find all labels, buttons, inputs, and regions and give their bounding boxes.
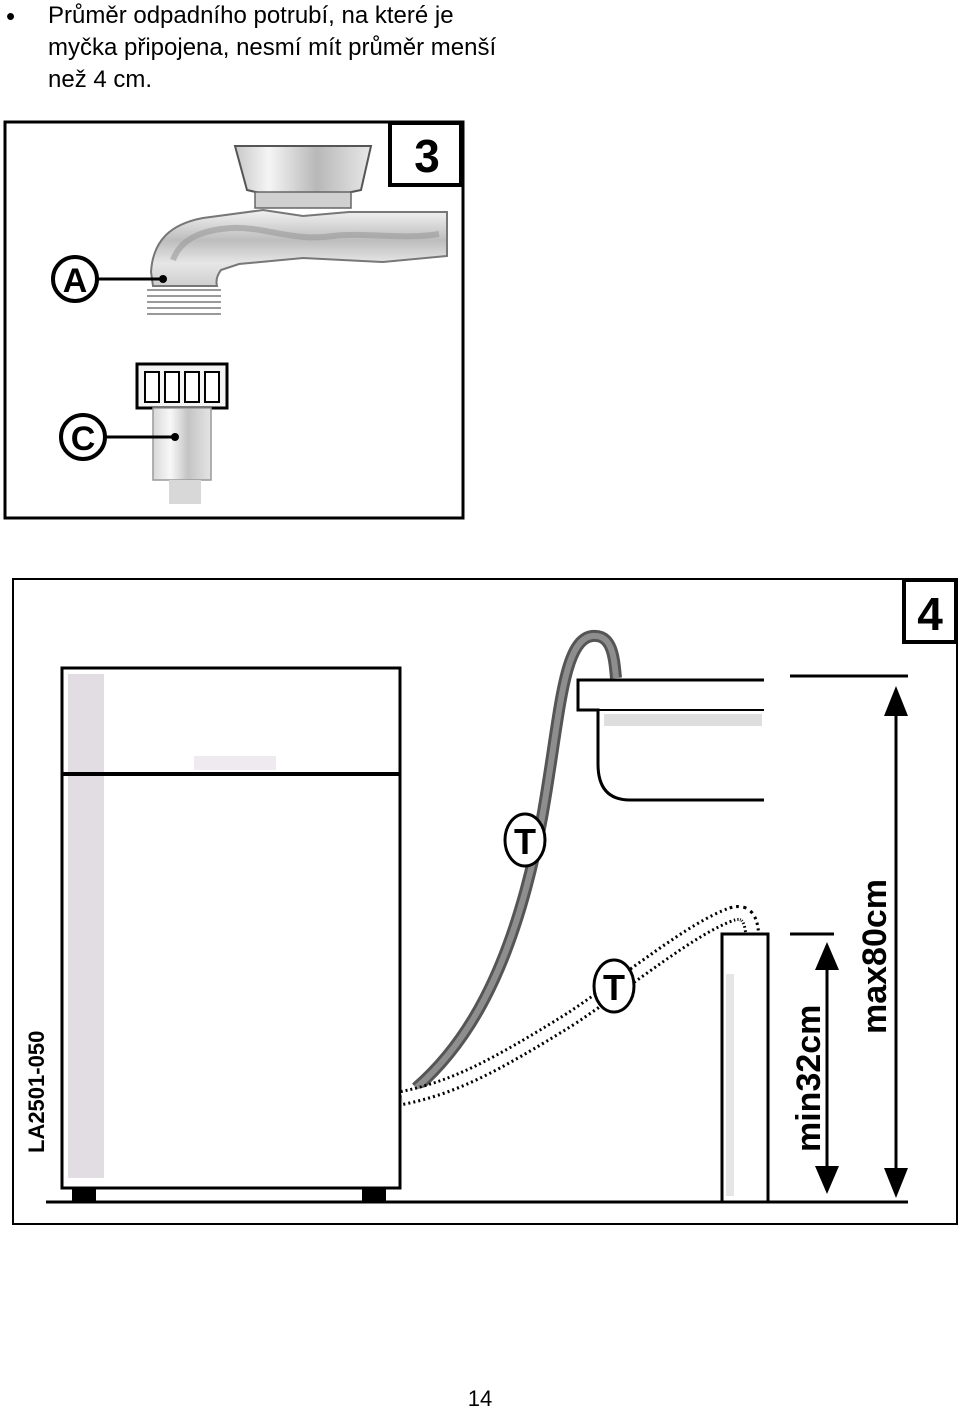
figure-4-drain-hose-height: 4 LA2501-050 T T min3 bbox=[12, 578, 958, 1225]
min-height-dimension: min32cm bbox=[790, 942, 839, 1194]
label-a-callout: A bbox=[51, 255, 167, 303]
label-c: C bbox=[71, 420, 96, 458]
tap-illustration bbox=[147, 145, 448, 315]
max-height-label: max80cm bbox=[856, 879, 894, 1034]
bullet-marker: • bbox=[6, 1, 16, 31]
figure-number: 4 bbox=[917, 588, 943, 640]
sink-illustration bbox=[576, 678, 764, 802]
hose-label-upper-callout: T bbox=[503, 812, 547, 868]
label-c-callout: C bbox=[59, 413, 179, 461]
figure-number: 3 bbox=[414, 130, 440, 182]
figure-number-box: 3 bbox=[388, 121, 463, 187]
figure-number-box: 4 bbox=[902, 578, 958, 644]
label-a: A bbox=[63, 262, 88, 300]
tap-thread bbox=[147, 289, 221, 315]
hose-label-lower-callout: T bbox=[592, 958, 636, 1014]
hose-connector-illustration bbox=[135, 362, 229, 504]
hose-label-upper: T bbox=[514, 821, 536, 862]
max-height-dimension: max80cm bbox=[856, 686, 908, 1198]
standpipe-illustration bbox=[720, 932, 770, 1204]
hose-label-lower: T bbox=[603, 967, 625, 1008]
figure-code: LA2501-050 bbox=[24, 1031, 49, 1153]
page-number: 14 bbox=[467, 1386, 493, 1411]
figure-3-tap-connection: 3 A C bbox=[3, 120, 465, 520]
instruction-paragraph: Průměr odpadního potrubí, na které je my… bbox=[48, 2, 497, 93]
dishwasher-illustration bbox=[60, 666, 402, 1202]
min-height-label: min32cm bbox=[790, 1005, 828, 1152]
